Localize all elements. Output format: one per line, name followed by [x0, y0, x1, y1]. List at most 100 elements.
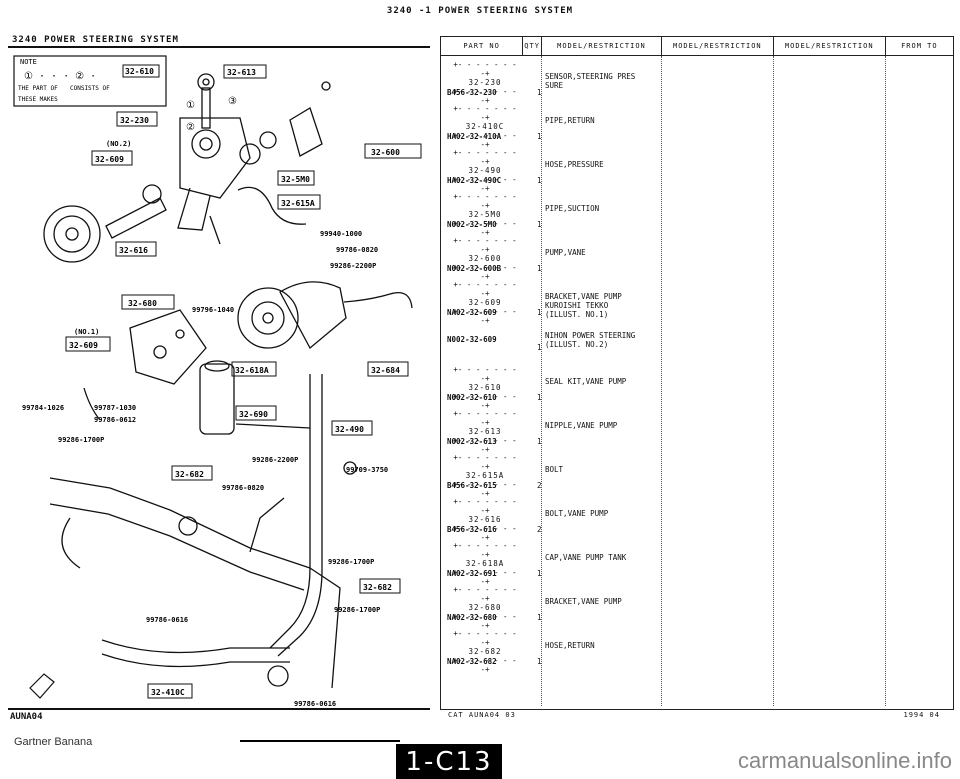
part-description: SENSOR,STEERING PRES SURE [545, 72, 636, 90]
part-number: N002-32-613 [447, 437, 497, 446]
ref-box: +- - - - - - - -+32-410C+- - - - - - - -… [453, 104, 517, 149]
steering-gear-drawing [49, 461, 357, 689]
callout-label: 32-616 [119, 246, 148, 255]
svg-text:99784-1026: 99784-1026 [22, 404, 64, 412]
table-row: +- - - - - - - -+32-230+- - - - - - - -+… [441, 60, 953, 105]
quantity: 1 [537, 220, 542, 229]
table-row: +- - - - - - - -+32-618A+- - - - - - - -… [441, 541, 953, 586]
callout-label: 32-5M0 [281, 175, 310, 184]
ref-number: 32-5M0 [468, 210, 502, 219]
ref-box: +- - - - - - - -+32-680+- - - - - - - -+ [453, 585, 517, 630]
part-number: HA02-32-490C [447, 176, 502, 185]
part-number: NA02-32-680 [447, 613, 497, 622]
ref-number: 32-610 [468, 383, 502, 392]
column-header: FROM TO [901, 42, 938, 50]
quantity: 2 [537, 525, 542, 534]
table-body: +- - - - - - - -+32-230+- - - - - - - -+… [441, 56, 953, 706]
part-description: NIHON POWER STEERING (ILLUST. NO.2) [545, 331, 636, 349]
ref-box: +- - - - - - - -+32-600+- - - - - - - -+ [453, 236, 517, 281]
part-description: BRACKET,VANE PUMP [545, 597, 622, 606]
ref-box: +- - - - - - - -+32-618A+- - - - - - - -… [453, 541, 517, 586]
part-description: HOSE,RETURN [545, 641, 595, 650]
svg-text:99796-1040: 99796-1040 [192, 306, 234, 314]
section-title: 3240 POWER STEERING SYSTEM [12, 35, 179, 45]
column-header: PART NO [441, 37, 524, 55]
column-header: MODEL/RESTRICTION [774, 37, 886, 55]
part-description: HOSE,PRESSURE [545, 160, 604, 169]
ref-box: +- - - - - - - -+32-610+- - - - - - - -+ [453, 365, 517, 410]
pump-bracket-drawing [83, 281, 413, 657]
ref-number: 32-616 [468, 515, 502, 524]
callout-label: 32-615A [281, 199, 315, 208]
ref-number: 32-600 [468, 254, 502, 263]
table-header: PART NO QTY MODEL/RESTRICTION MODEL/REST… [441, 37, 953, 56]
quantity: 1 [537, 343, 542, 352]
callout-label: 32-610 [125, 67, 154, 76]
parts-table: PART NO QTY MODEL/RESTRICTION MODEL/REST… [440, 36, 954, 710]
divider [240, 740, 400, 742]
part-number: N002-32-609 [447, 335, 497, 344]
callout-label: (NO.2) [106, 140, 131, 148]
table-row: +- - - - - - - -+32-616+- - - - - - - -+… [441, 497, 953, 542]
callout-label: 32-609 [69, 341, 98, 350]
table-row: +- - - - - - - -+32-610+- - - - - - - -+… [441, 365, 953, 410]
ref-box: +- - - - - - - -+32-5M0+- - - - - - - -+ [453, 192, 517, 237]
svg-text:③: ③ [228, 96, 237, 107]
callout-label: 32-682 [175, 470, 204, 479]
quantity: 1 [537, 437, 542, 446]
part-number: N002-32-5M0 [447, 220, 497, 229]
svg-text:THE PART OF: THE PART OF [18, 85, 58, 92]
svg-text:99786-0612: 99786-0612 [94, 416, 136, 424]
svg-text:①: ① [186, 100, 195, 111]
part-description: NIPPLE,VANE PUMP [545, 421, 618, 430]
svg-text:99786-0820: 99786-0820 [222, 484, 264, 492]
table-row: +- - - - - - - -+32-613+- - - - - - - -+… [441, 409, 953, 454]
watermark-right: carmanualsonline.info [737, 748, 952, 773]
page-number-tab: 1-C13 [396, 744, 502, 779]
ref-box: +- - - - - - - -+32-616+- - - - - - - -+ [453, 497, 517, 542]
quantity: 1 [537, 308, 542, 317]
ref-box: +- - - - - - - -+32-682+- - - - - - - -+ [453, 629, 517, 674]
ref-box: +- - - - - - - -+32-230+- - - - - - - -+ [453, 60, 517, 105]
table-row: +- - - - - - - -+32-490+- - - - - - - -+… [441, 148, 953, 193]
part-description: BRACKET,VANE PUMP KUROISHI TEKKO (ILLUST… [545, 292, 622, 319]
svg-text:99787-1030: 99787-1030 [94, 404, 136, 412]
callout-label: 32-680 [128, 299, 157, 308]
note-box: NOTE ① · · · ② · THE PART OF CONSISTS OF… [13, 55, 167, 107]
part-number: N002-32-610 [447, 393, 497, 402]
svg-text:99786-0616: 99786-0616 [294, 700, 336, 708]
quantity: 1 [537, 657, 542, 666]
callout-label: 32-609 [95, 155, 124, 164]
ref-number: 32-615A [465, 471, 505, 480]
small-markers: ① ② ③ [186, 96, 237, 133]
direction-marker-icon [29, 673, 55, 699]
ref-number: 32-618A [465, 559, 505, 568]
column-header: MODEL/RESTRICTION [662, 37, 774, 55]
ref-number: 32-680 [468, 603, 502, 612]
part-description: PIPE,SUCTION [545, 204, 600, 213]
svg-text:99286-2200P: 99286-2200P [252, 456, 298, 464]
part-description: BOLT,VANE PUMP [545, 509, 609, 518]
column-header: MODEL/RESTRICTION [542, 37, 662, 55]
svg-text:99286-1700P: 99286-1700P [328, 558, 374, 566]
ref-box: +- - - - - - - -+32-490+- - - - - - - -+ [453, 148, 517, 193]
ref-box: +- - - - - - - -+32-615A+- - - - - - - -… [453, 453, 517, 498]
ref-number: 32-230 [468, 78, 502, 87]
ref-number: 32-410C [465, 122, 505, 131]
part-number: B456-32-615 [447, 481, 497, 490]
svg-text:②: ② [186, 122, 195, 133]
quantity: 1 [537, 88, 542, 97]
svg-text:99940-1000: 99940-1000 [320, 230, 362, 238]
svg-text:THESE MAKES: THESE MAKES [18, 96, 58, 103]
table-row: +- - - - - - - -+32-600+- - - - - - - -+… [441, 236, 953, 281]
callout-label: 32-690 [239, 410, 268, 419]
callout-label: 32-618A [235, 366, 269, 375]
callout-label: 32-682 [363, 583, 392, 592]
callout-label: 32-490 [335, 425, 364, 434]
callout-label: 32-410C [151, 688, 185, 697]
callout-label: 32-230 [120, 116, 149, 125]
table-row: +- - - - - - - -+32-5M0+- - - - - - - -+… [441, 192, 953, 237]
ref-number: 32-490 [468, 166, 502, 175]
svg-text:99709-3750: 99709-3750 [346, 466, 388, 474]
